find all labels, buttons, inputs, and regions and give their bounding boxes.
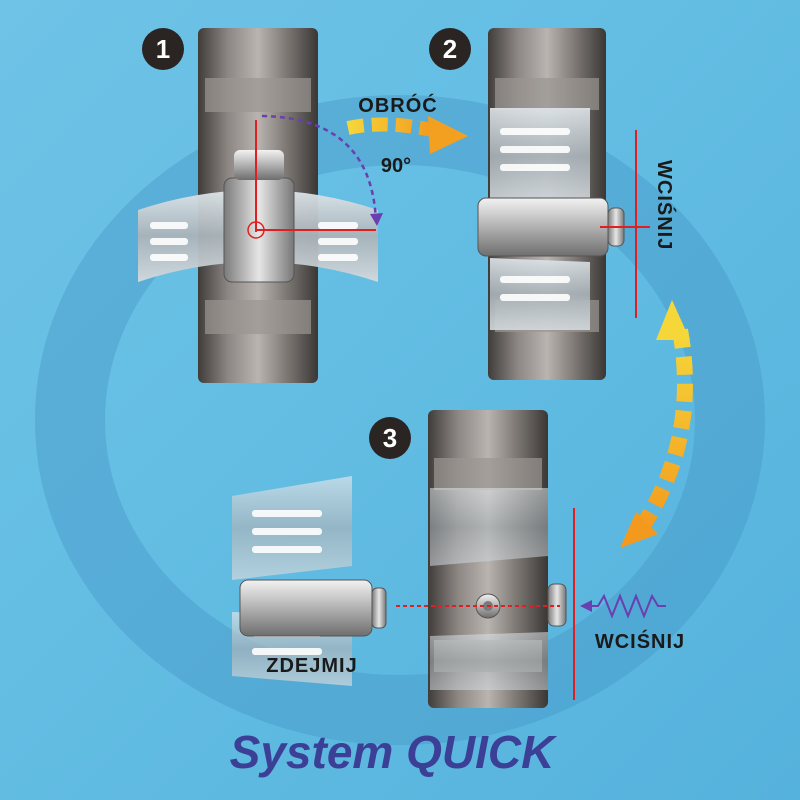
- clamp-housing-3: [239, 579, 373, 637]
- angle-label: 90°: [381, 155, 411, 177]
- spring-arrow: [582, 593, 666, 619]
- step-2-illustration: [477, 28, 650, 380]
- clamp-band-2-top: [490, 108, 590, 205]
- step-3-number: 3: [383, 423, 397, 453]
- clamp-housing-2: [477, 197, 609, 257]
- rotate-label: OBRÓĆ: [358, 93, 437, 117]
- diagram-title: System QUICK: [230, 726, 557, 778]
- rotate-arrow: [346, 116, 468, 154]
- step-1-badge: 1: [142, 28, 184, 70]
- step-3-badge: 3: [369, 417, 411, 459]
- curved-dashed-arrow: [620, 300, 693, 548]
- remove-label: ZDEJMIJ: [266, 655, 357, 677]
- step-2-badge: 2: [429, 28, 471, 70]
- step-2-number: 2: [443, 34, 457, 64]
- press-label-top: WCIŚNIJ: [653, 160, 677, 250]
- step-1-illustration: [138, 28, 383, 383]
- press-label-bottom: WCIŚNIJ: [595, 629, 685, 653]
- step-3-illustration: [232, 410, 666, 708]
- step-1-number: 1: [156, 34, 170, 64]
